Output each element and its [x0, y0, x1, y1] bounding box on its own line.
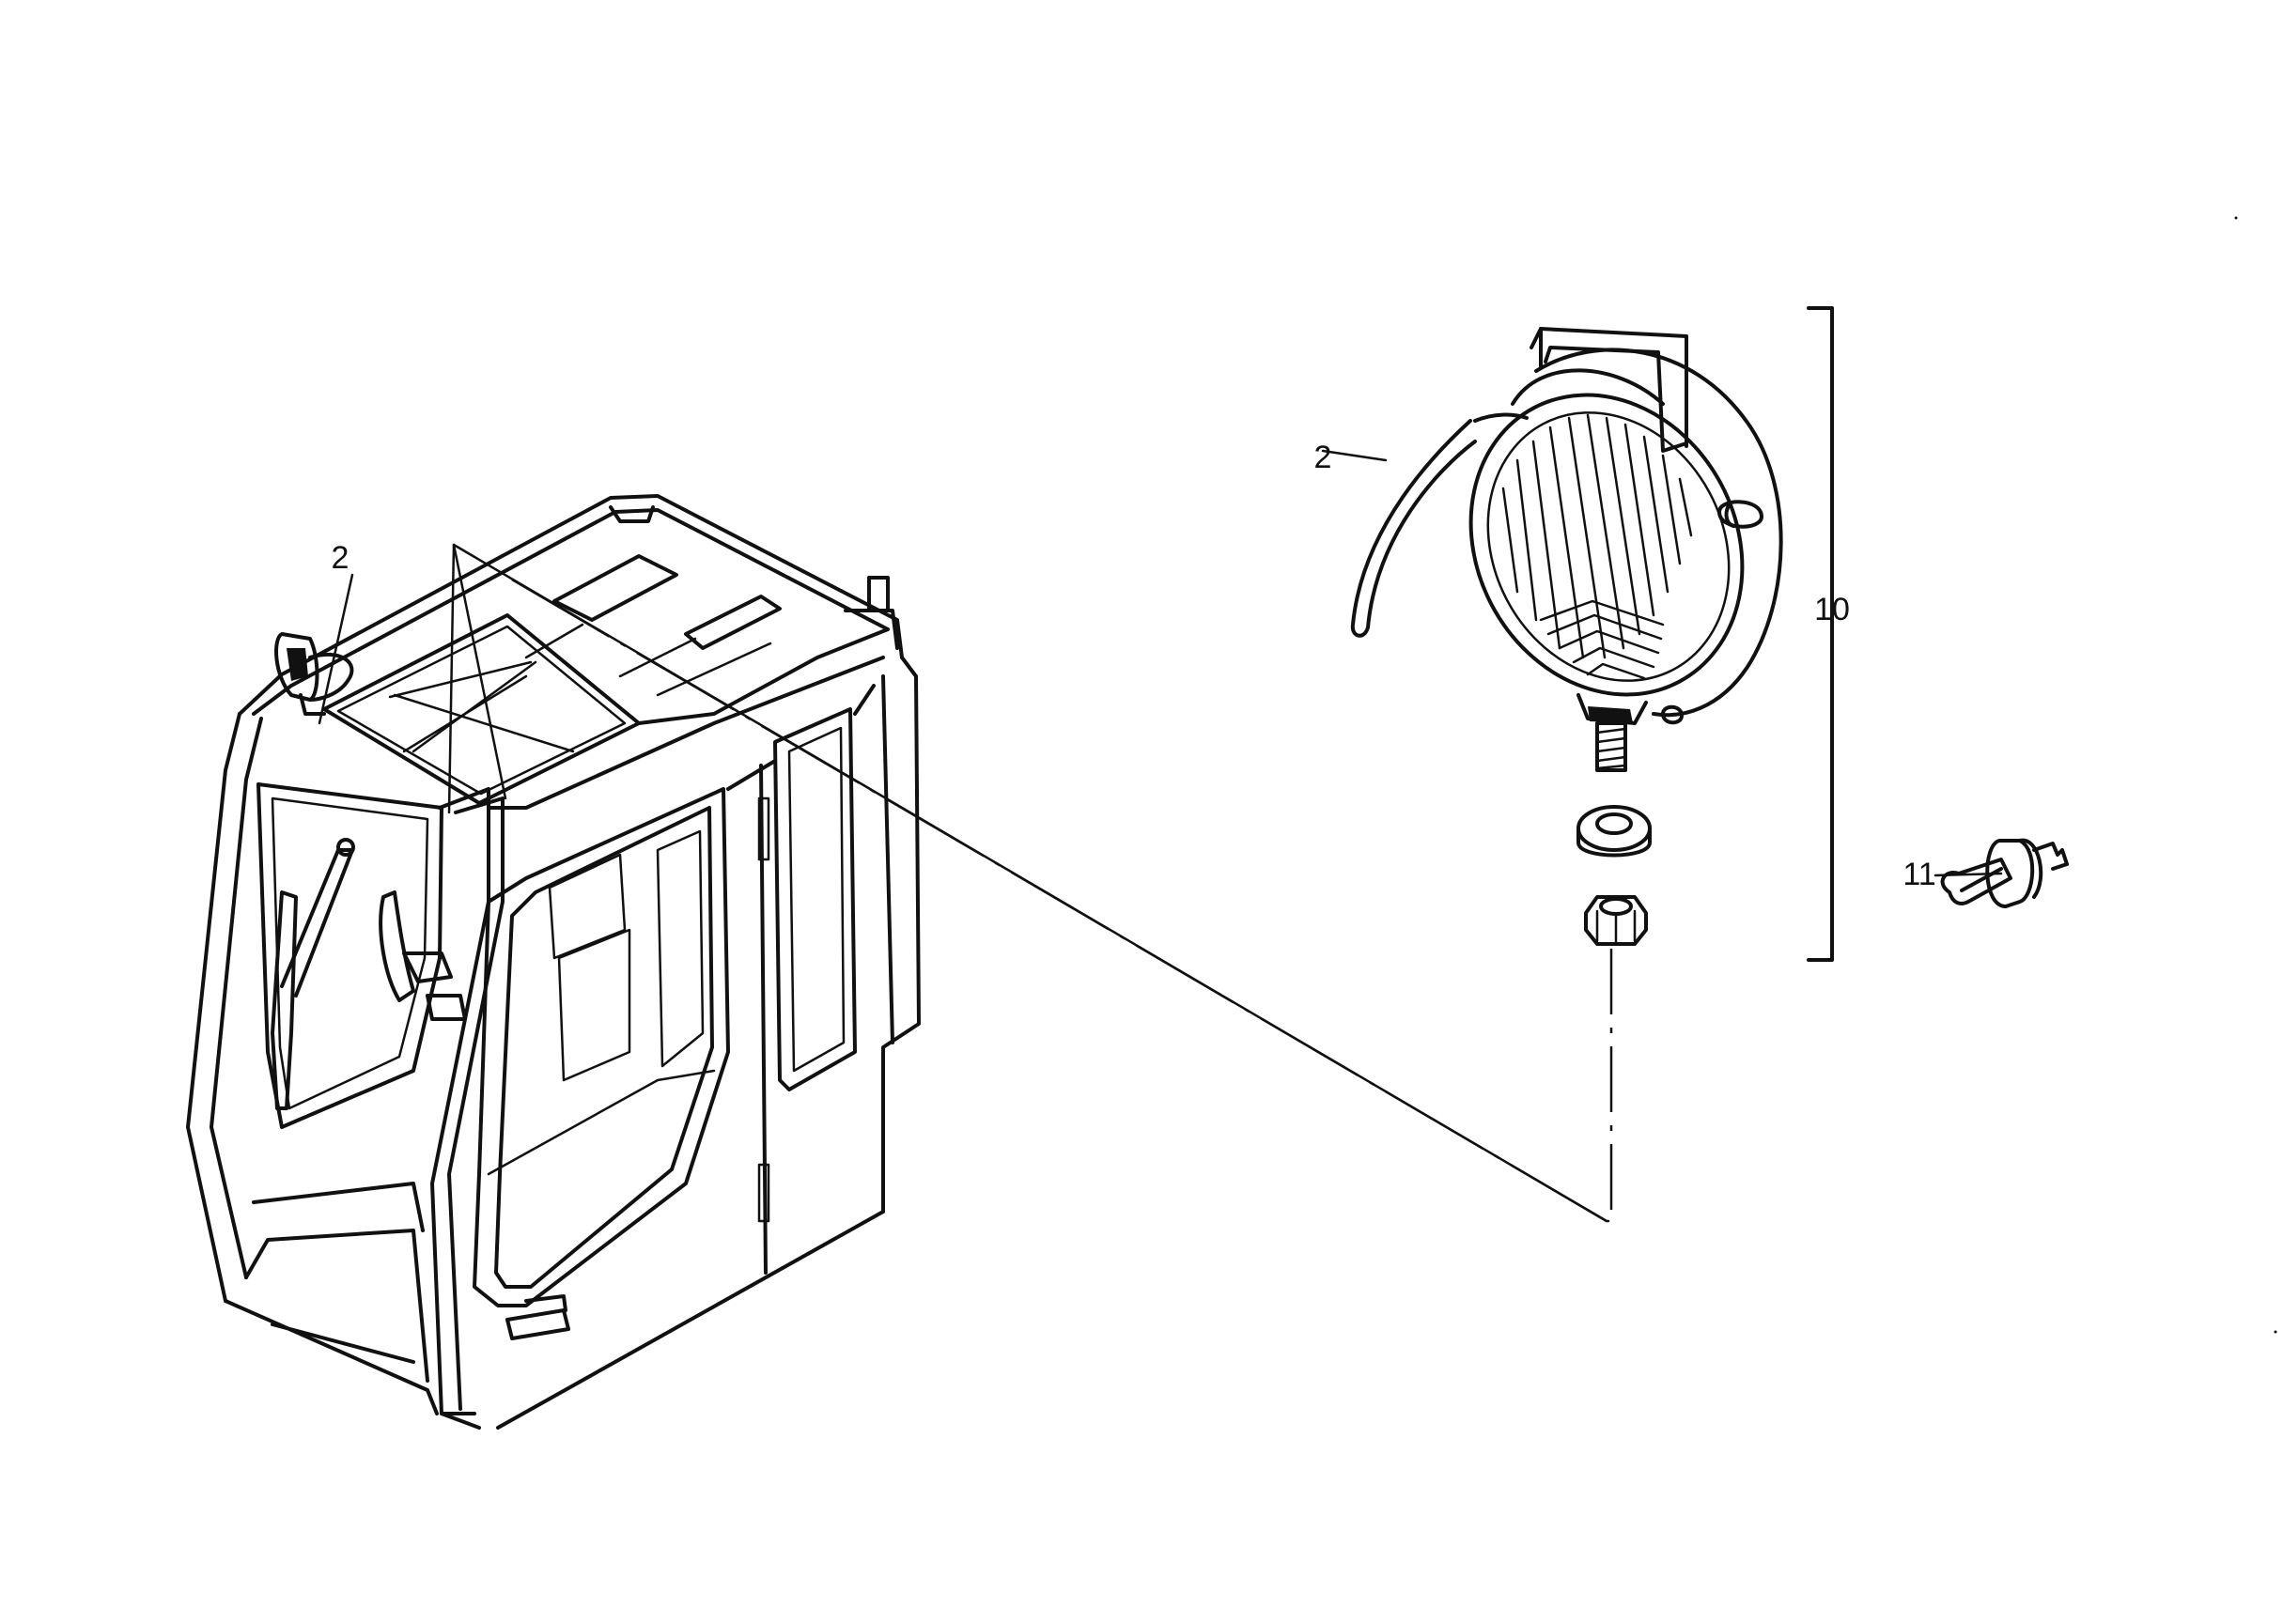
cab-leader-lines: [318, 543, 1610, 1223]
lamp-cable: [1321, 412, 1529, 638]
callout-lamp-assembly: 10: [1814, 592, 1850, 627]
callout-lamp-cable: 2: [1314, 440, 1332, 475]
operator-cab: [186, 494, 921, 1430]
callout-cab-lamp: 2: [332, 540, 349, 576]
callout-bulb: 11: [1902, 857, 1935, 892]
work-lamp: [1468, 327, 1783, 772]
scan-speck: [2234, 216, 2238, 220]
mounting-centerline: [511, 578, 1607, 1223]
washer: [1576, 805, 1652, 858]
hex-nut: [1584, 895, 1648, 946]
bulb: [1934, 838, 2069, 908]
scan-speck: [2274, 1330, 2277, 1334]
assembly-bracket: [1807, 306, 1834, 962]
